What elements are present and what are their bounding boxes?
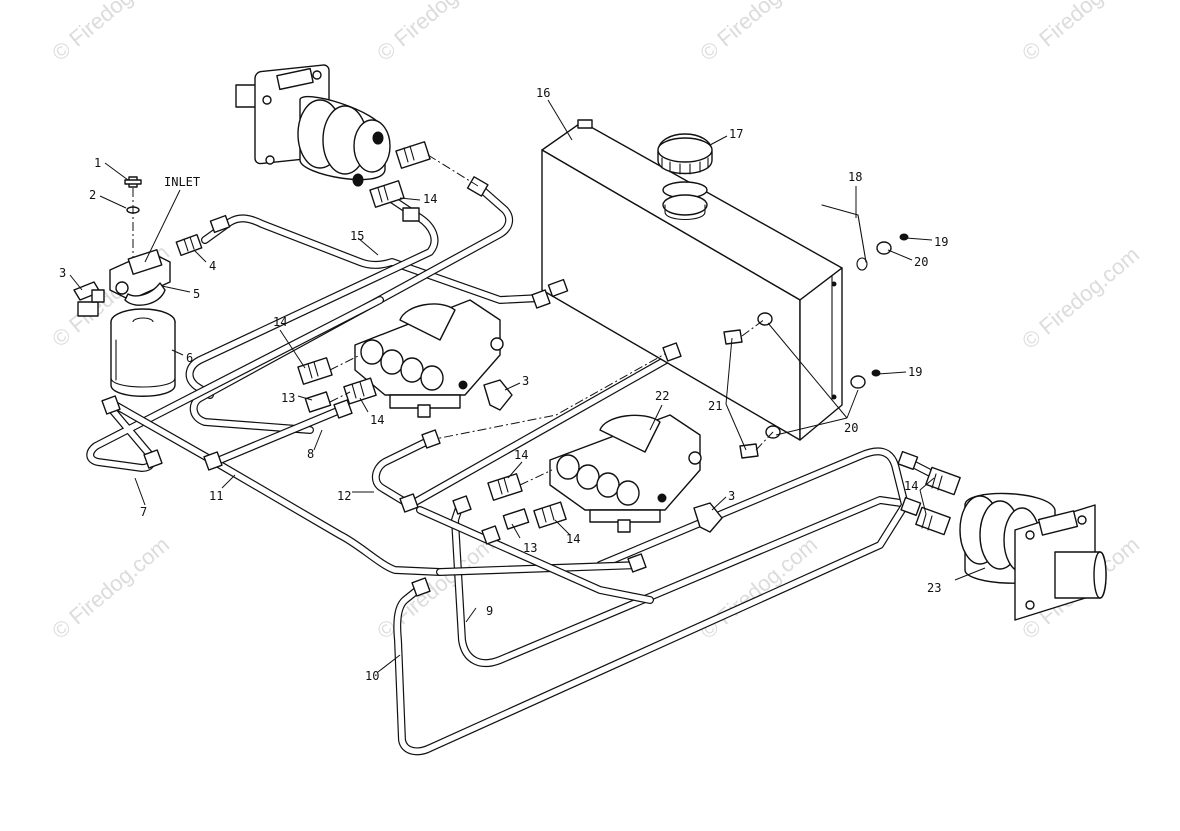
callout-1: 1 xyxy=(94,156,101,170)
callout-9: 9 xyxy=(486,604,493,618)
callout-19: 19 xyxy=(908,365,922,379)
upper-hydraulic-motor xyxy=(235,64,391,187)
lower-control-valve xyxy=(429,349,723,533)
callout-20: 20 xyxy=(914,255,928,269)
watermark: © Firedog.com xyxy=(695,0,822,66)
callout-3: 3 xyxy=(728,489,735,503)
callouts: 1 2 3 4 5 6 7 8 9 10 11 12 13 13 14 14 1… xyxy=(59,86,948,683)
callout-2: 2 xyxy=(89,188,96,202)
callout-14: 14 xyxy=(566,532,580,546)
lower-hydraulic-motor xyxy=(897,450,1107,621)
watermark: © Firedog.com xyxy=(47,0,174,66)
callout-13: 13 xyxy=(281,391,295,405)
callout-20: 20 xyxy=(844,421,858,435)
callout-12: 12 xyxy=(337,489,351,503)
callout-10: 10 xyxy=(365,669,379,683)
callout-22: 22 xyxy=(655,389,669,403)
callout-14: 14 xyxy=(273,315,287,329)
inlet-label: INLET xyxy=(164,175,200,189)
callout-14: 14 xyxy=(904,479,918,493)
callout-16: 16 xyxy=(536,86,550,100)
callout-3: 3 xyxy=(522,374,529,388)
callout-17: 17 xyxy=(729,127,743,141)
leader-lines xyxy=(69,99,986,673)
callout-19: 19 xyxy=(934,235,948,249)
callout-8: 8 xyxy=(307,447,314,461)
watermark: © Firedog.com xyxy=(372,0,499,66)
upper-motor-fittings xyxy=(369,141,489,222)
watermark: © Firedog.com xyxy=(372,532,499,644)
callout-15: 15 xyxy=(350,229,364,243)
callout-18: 18 xyxy=(848,170,862,184)
callout-7: 7 xyxy=(140,505,147,519)
callout-3: 3 xyxy=(59,266,66,280)
filter-assembly xyxy=(73,176,231,397)
callout-21: 21 xyxy=(708,399,722,413)
hydraulic-tank xyxy=(541,119,909,459)
hoses xyxy=(86,184,944,756)
callout-11: 11 xyxy=(209,489,223,503)
callout-5: 5 xyxy=(193,287,200,301)
upper-control-valve xyxy=(297,299,513,418)
callout-4: 4 xyxy=(209,259,216,273)
callout-14: 14 xyxy=(370,413,384,427)
watermark: © Firedog.com xyxy=(47,532,174,644)
callout-6: 6 xyxy=(186,351,193,365)
hose-end-fittings xyxy=(101,289,682,597)
callout-14: 14 xyxy=(423,192,437,206)
watermark: © Firedog.com xyxy=(1017,242,1144,354)
callout-13: 13 xyxy=(523,541,537,555)
watermark: © Firedog.com xyxy=(1017,0,1144,66)
callout-23: 23 xyxy=(927,581,941,595)
callout-14: 14 xyxy=(514,448,528,462)
